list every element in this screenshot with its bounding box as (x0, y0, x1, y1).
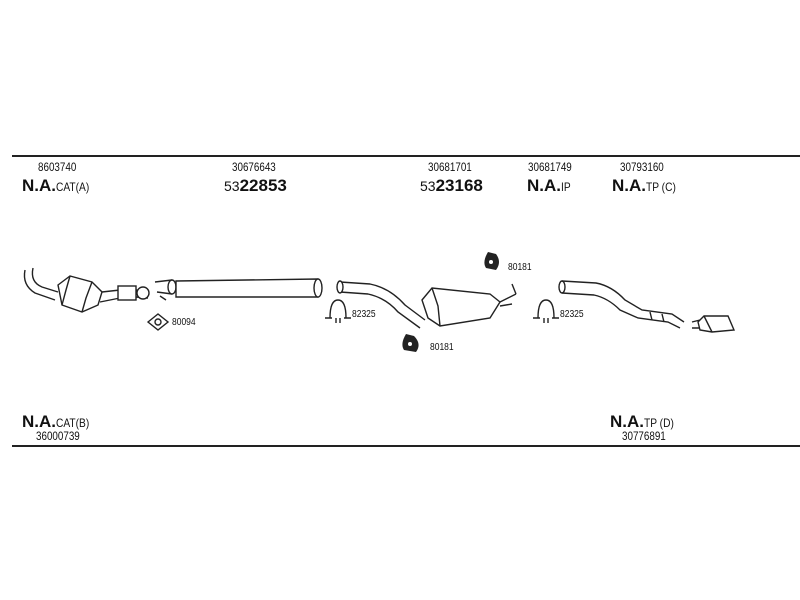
front-pipe-drawing (154, 278, 323, 301)
part-number-ip: 30681749 (528, 160, 572, 174)
part-code-tp-c: N.A.TP (C) (612, 176, 676, 195)
hanger-bottom-drawing (402, 334, 419, 352)
catalytic-converter-drawing (23, 267, 150, 313)
part-number-cat-b: 36000739 (36, 429, 80, 443)
part-code-ip: N.A.IP (527, 176, 571, 195)
part-code-cat-a: N.A.CAT(A) (22, 176, 90, 195)
callout-clamp-left: 82325 (352, 309, 376, 320)
callout-hanger-top: 80181 (508, 262, 532, 273)
tailpipe-drawing (558, 280, 685, 329)
middle-muffler-drawing (336, 280, 517, 329)
clamp-right-drawing (533, 299, 559, 323)
part-number-front-pipe: 30676643 (232, 160, 276, 174)
bottom-rule (12, 445, 800, 447)
part-code-tp-d: N.A.TP (D) (610, 412, 674, 431)
clamp-left-drawing (325, 299, 351, 323)
gasket-drawing (146, 313, 170, 331)
callout-clamp-right: 82325 (560, 309, 584, 320)
part-number-tp-c: 30793160 (620, 160, 664, 174)
part-number-middle-muffler: 30681701 (428, 160, 472, 174)
tail-tip-drawing (691, 315, 736, 333)
part-ref-middle-muffler: 5323168 (420, 176, 483, 195)
part-number-cat-a: 8603740 (38, 160, 77, 174)
callout-hanger-bottom: 80181 (430, 342, 454, 353)
part-number-tp-d: 30776891 (622, 429, 666, 443)
part-code-cat-b: N.A.CAT(B) (22, 412, 90, 431)
part-ref-front-pipe: 5322853 (224, 176, 287, 195)
top-rule (12, 155, 800, 157)
callout-gasket: 80094 (172, 317, 196, 328)
hanger-top-drawing (484, 252, 499, 270)
